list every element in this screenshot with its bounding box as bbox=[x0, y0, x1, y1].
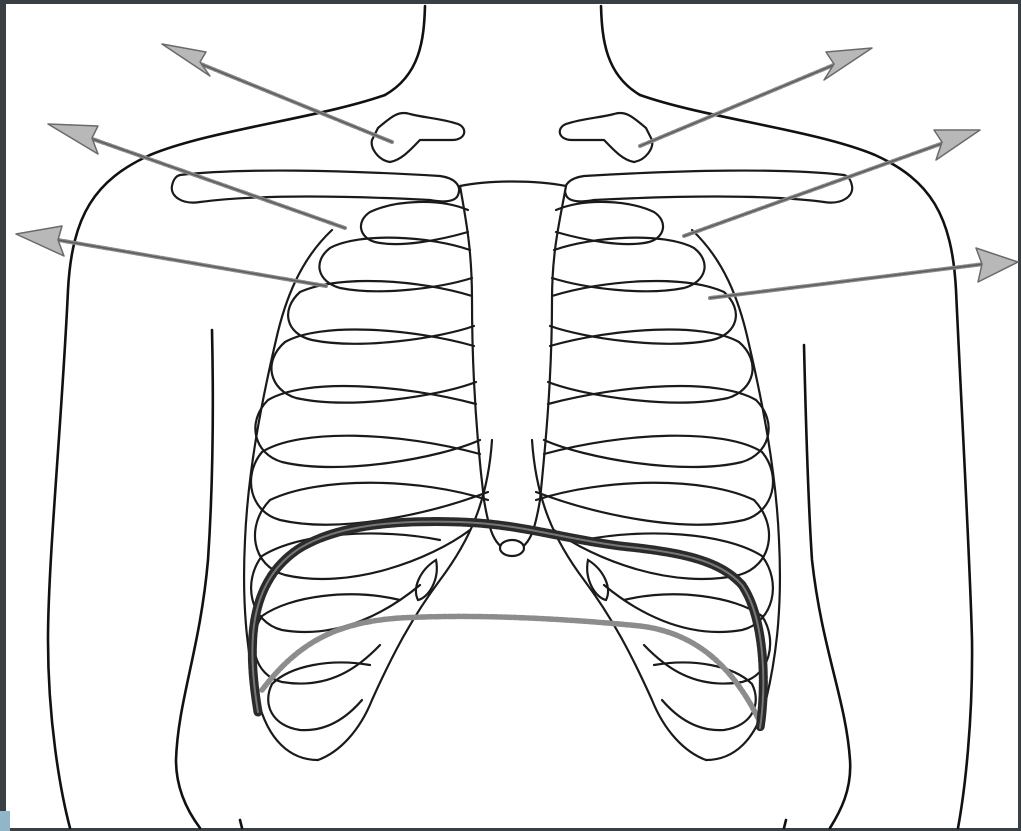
right-waist bbox=[784, 820, 786, 828]
left-rib-7 bbox=[255, 483, 488, 579]
neck-right bbox=[601, 6, 640, 95]
right-rib-10 bbox=[654, 662, 756, 730]
right-cartilage-gap bbox=[587, 560, 608, 600]
left-clavicle bbox=[172, 171, 459, 203]
left-inner-arm bbox=[176, 330, 213, 828]
diaphragm-flattened-line bbox=[262, 616, 760, 722]
right-ribs bbox=[532, 202, 780, 760]
right-clavicle bbox=[565, 171, 852, 203]
right-rib-9 bbox=[624, 594, 770, 683]
left-rib-10 bbox=[268, 662, 370, 730]
right-acromion bbox=[560, 113, 653, 162]
left-ribs bbox=[244, 202, 492, 760]
left-rib-2 bbox=[319, 238, 472, 292]
right-rib-4 bbox=[548, 330, 753, 403]
arrow-right-lower bbox=[710, 248, 1018, 298]
right-rib-2 bbox=[552, 238, 705, 292]
left-rib-4 bbox=[271, 330, 476, 403]
right-inner-arm bbox=[804, 345, 850, 828]
arrow-left-lower bbox=[16, 226, 326, 286]
right-rib-7 bbox=[536, 483, 769, 579]
left-costal-margin bbox=[318, 440, 492, 760]
left-shoulder-arm bbox=[48, 95, 385, 828]
left-cartilage-gap bbox=[416, 560, 437, 600]
left-waist bbox=[240, 820, 242, 828]
arrow-left-upper bbox=[162, 44, 392, 142]
right-rib-5 bbox=[544, 386, 769, 467]
sternum bbox=[460, 182, 566, 557]
xiphoid bbox=[500, 540, 524, 556]
neck-left bbox=[385, 6, 425, 95]
diaphragm-contracted bbox=[262, 616, 760, 722]
arrow-right-upper bbox=[640, 48, 872, 146]
left-rib-5 bbox=[255, 386, 480, 467]
right-costal-margin bbox=[532, 440, 706, 760]
